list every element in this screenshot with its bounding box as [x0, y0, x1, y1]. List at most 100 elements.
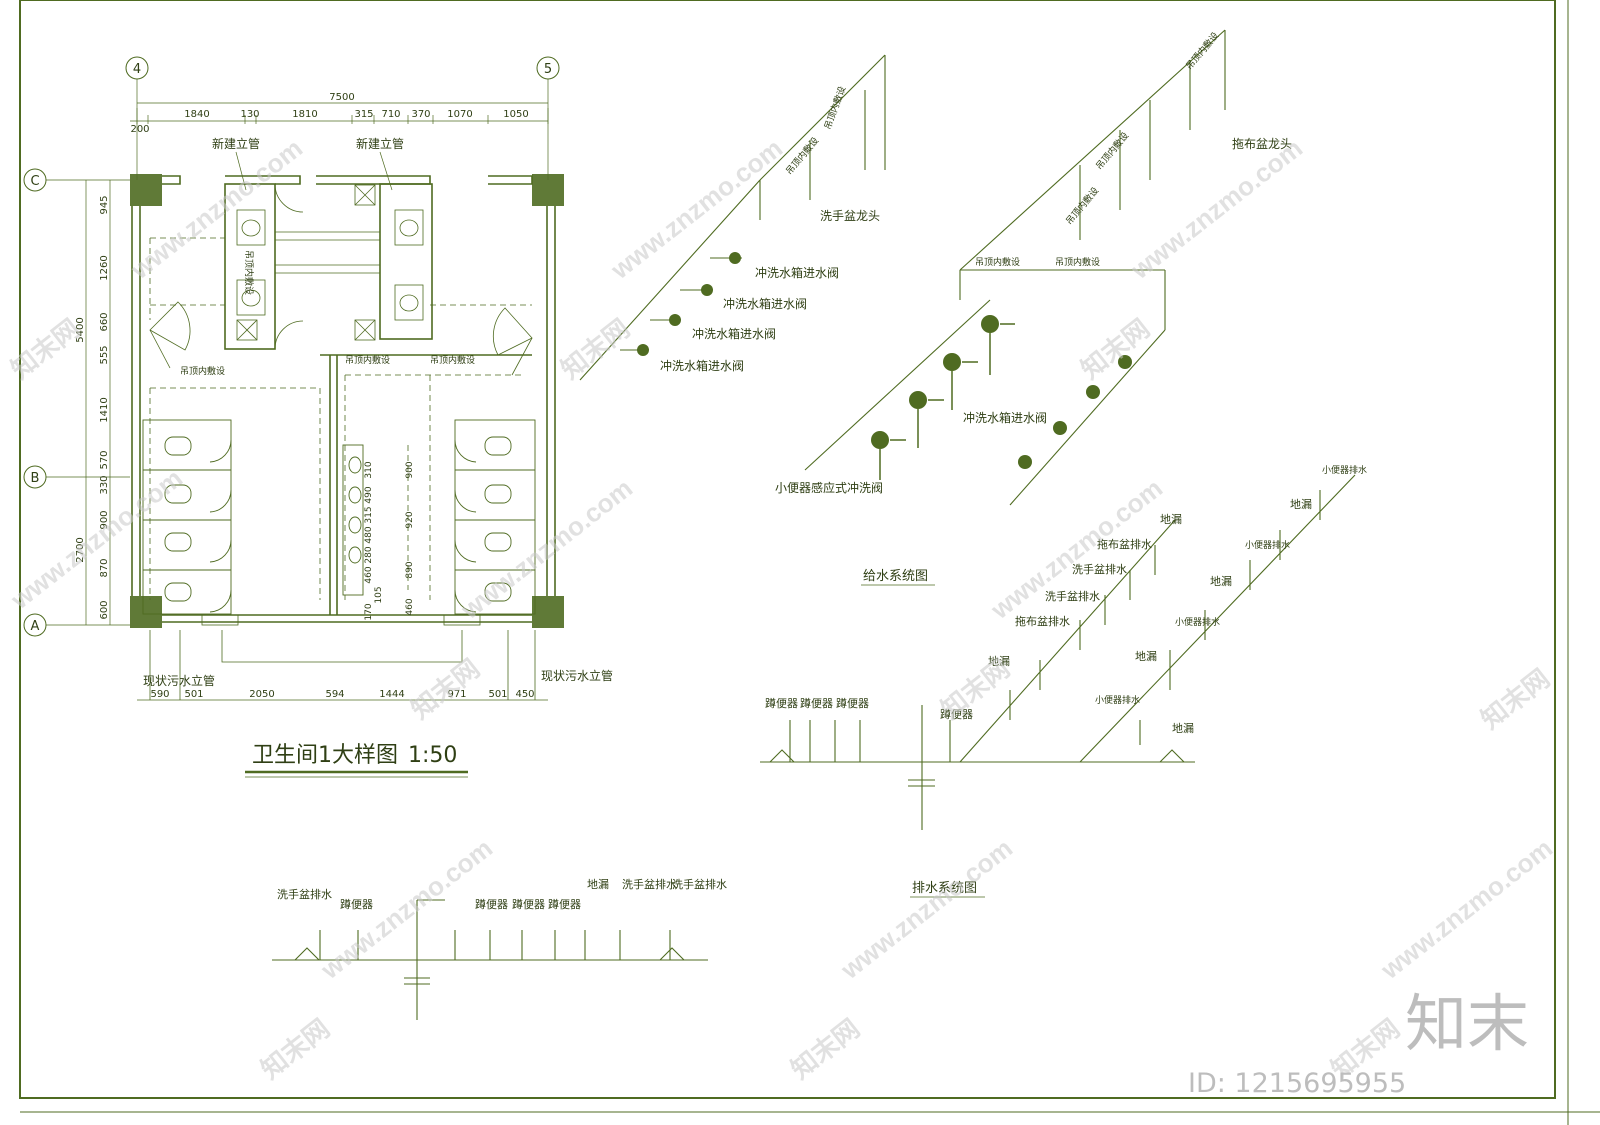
- label-mop-tap: 拖布盆龙头: [1232, 137, 1292, 151]
- label-ceiling: 吊顶内敷设: [1055, 256, 1100, 268]
- watermark-site: www.znzmo.com: [124, 133, 308, 286]
- column: [532, 596, 564, 628]
- dim-left: 570: [99, 450, 110, 469]
- watermark-brand: 知末网: [555, 313, 635, 385]
- label-urinal-drain: 小便器排水: [1245, 539, 1290, 551]
- label-new-riser: 新建立管: [212, 136, 260, 151]
- dim-inner: 315: [364, 506, 374, 523]
- axis-left-a: A: [31, 619, 40, 634]
- water-supply-diagram: 冲洗水箱进水阀 冲洗水箱进水阀 冲洗水箱进水阀 冲洗水箱进水阀 冲洗水箱进水阀 …: [579, 29, 1292, 586]
- watermark-site: www.znzmo.com: [1374, 833, 1558, 986]
- dim-left: 1260: [99, 255, 110, 280]
- dim-inner: 890: [405, 561, 415, 578]
- column: [532, 174, 564, 206]
- dim-left: 555: [99, 345, 110, 364]
- dim-left: 660: [99, 312, 110, 331]
- label-mop-drain: 拖布盆排水: [1097, 537, 1152, 551]
- dim-top: 710: [381, 109, 400, 120]
- label-squat-toilet: 蹲便器: [512, 897, 545, 911]
- label-flush-valve: 冲洗水箱进水阀: [660, 358, 744, 373]
- label-basin-drain: 洗手盆排水: [1072, 562, 1127, 576]
- urinals: [342, 444, 364, 596]
- label-mop-drain: 拖布盆排水: [1015, 614, 1070, 628]
- dim-bottom: 590: [150, 689, 169, 700]
- dim-inner: 480: [364, 526, 374, 543]
- watermark-brand: 知末网: [405, 653, 485, 725]
- dim-bottom: 450: [515, 689, 534, 700]
- label-floor-drain: 地漏: [1172, 722, 1194, 735]
- label-flush-valve: 冲洗水箱进水阀: [692, 326, 776, 341]
- label-squat-toilet: 蹲便器: [836, 696, 869, 710]
- axis-top-4: 4: [133, 62, 141, 77]
- stalls-right: [454, 419, 536, 615]
- dim-left: 870: [99, 558, 110, 577]
- dim-top-total: 7500: [329, 92, 354, 103]
- dim-left: 945: [99, 195, 110, 214]
- label-floor-drain: 地漏: [988, 655, 1010, 668]
- watermark-brand: 知末网: [1475, 663, 1555, 735]
- label-existing-sewer-riser: 现状污水立管: [541, 668, 613, 683]
- dim-left-total: 2700: [75, 537, 86, 562]
- label-ceiling: 吊顶内敷设: [1183, 30, 1221, 72]
- label-floor-drain: 地漏: [1135, 650, 1157, 663]
- label-urinal-drain: 小便器排水: [1095, 694, 1140, 706]
- dim-bottom: 501: [488, 689, 507, 700]
- dim-inner: 490: [364, 486, 374, 503]
- label-basin-drain: 洗手盆排水: [277, 887, 332, 901]
- watermark-brand: 知末网: [255, 1013, 335, 1085]
- dim-inner: 105: [374, 586, 384, 603]
- label-squat-toilet: 蹲便器: [548, 897, 581, 911]
- label-ceiling: 吊顶内敷设: [975, 256, 1020, 268]
- dim-left: 1410: [99, 397, 110, 422]
- watermark-id: ID: 1215695955: [1188, 1068, 1406, 1099]
- label-urinal-drain: 小便器排水: [1322, 464, 1367, 476]
- label-existing-sewer-riser: 现状污水立管: [143, 673, 215, 688]
- drainage-row-diagram: 洗手盆排水 蹲便器 蹲便器 蹲便器 蹲便器 地漏 洗手盆排水 洗手盆排水: [272, 877, 727, 1020]
- dim-top: 370: [411, 109, 430, 120]
- restroom-floor-plan: 4 5 C B A 7500 200 1840 130 1810 315 710…: [23, 56, 613, 778]
- axis-left-c: C: [30, 174, 39, 189]
- dim-top: 1070: [447, 109, 472, 120]
- watermark-brand: 知末网: [5, 313, 85, 385]
- dim-inner: 900: [405, 461, 415, 478]
- dim-inner: 460: [405, 598, 415, 615]
- dim-bottom: 501: [184, 689, 203, 700]
- dim-bottom: 971: [447, 689, 466, 700]
- dim-left-total: 5400: [75, 317, 86, 342]
- label-floor-drain: 地漏: [1290, 498, 1312, 511]
- plan-title: 卫生间1大样图: [252, 743, 398, 768]
- label-ceiling: 吊顶内敷设: [430, 354, 475, 366]
- label-squat-toilet: 蹲便器: [475, 897, 508, 911]
- dim-inner: 310: [364, 461, 374, 478]
- label-floor-drain: 地漏: [1160, 513, 1182, 526]
- label-ceiling: 吊顶内敷设: [1063, 185, 1101, 227]
- axis-left-b: B: [31, 471, 40, 486]
- label-flush-valve: 冲洗水箱进水阀: [755, 265, 839, 280]
- label-ceiling: 吊顶内敷设: [345, 354, 390, 366]
- dim-bottom: 594: [325, 689, 344, 700]
- label-ceiling: 吊顶内敷设: [180, 365, 225, 377]
- label-new-riser: 新建立管: [356, 136, 404, 151]
- dim-top: 1810: [292, 109, 317, 120]
- dim-left: 600: [99, 600, 110, 619]
- watermark-logo: 知末: [1405, 987, 1529, 1060]
- dim-inner: 280: [364, 546, 374, 563]
- dim-left: 900: [99, 510, 110, 529]
- dim-top: 130: [240, 109, 259, 120]
- label-flush-valve: 冲洗水箱进水阀: [963, 410, 1047, 425]
- label-ceiling: 吊顶内敷设: [783, 135, 821, 177]
- watermark-site: www.znzmo.com: [834, 833, 1018, 986]
- dim-inner: 920: [405, 511, 415, 528]
- label-basin-drain: 洗手盆排水: [672, 877, 727, 891]
- dim-top: 1840: [184, 109, 209, 120]
- watermark-brand: 知末网: [785, 1013, 865, 1085]
- label-ceiling: 吊顶内敷设: [1093, 130, 1131, 172]
- label-floor-drain: 地漏: [587, 878, 609, 891]
- sheet-border: [19, 0, 1600, 1125]
- column: [130, 596, 162, 628]
- dim-top: 315: [354, 109, 373, 120]
- watermark-site: www.znzmo.com: [1124, 133, 1308, 286]
- drainage-diagram: 蹲便器 蹲便器 蹲便器 蹲便器 地漏 拖布盆排水 洗手盆排水 洗手盆排水 拖布盆…: [760, 464, 1367, 898]
- stalls-left: [142, 419, 232, 615]
